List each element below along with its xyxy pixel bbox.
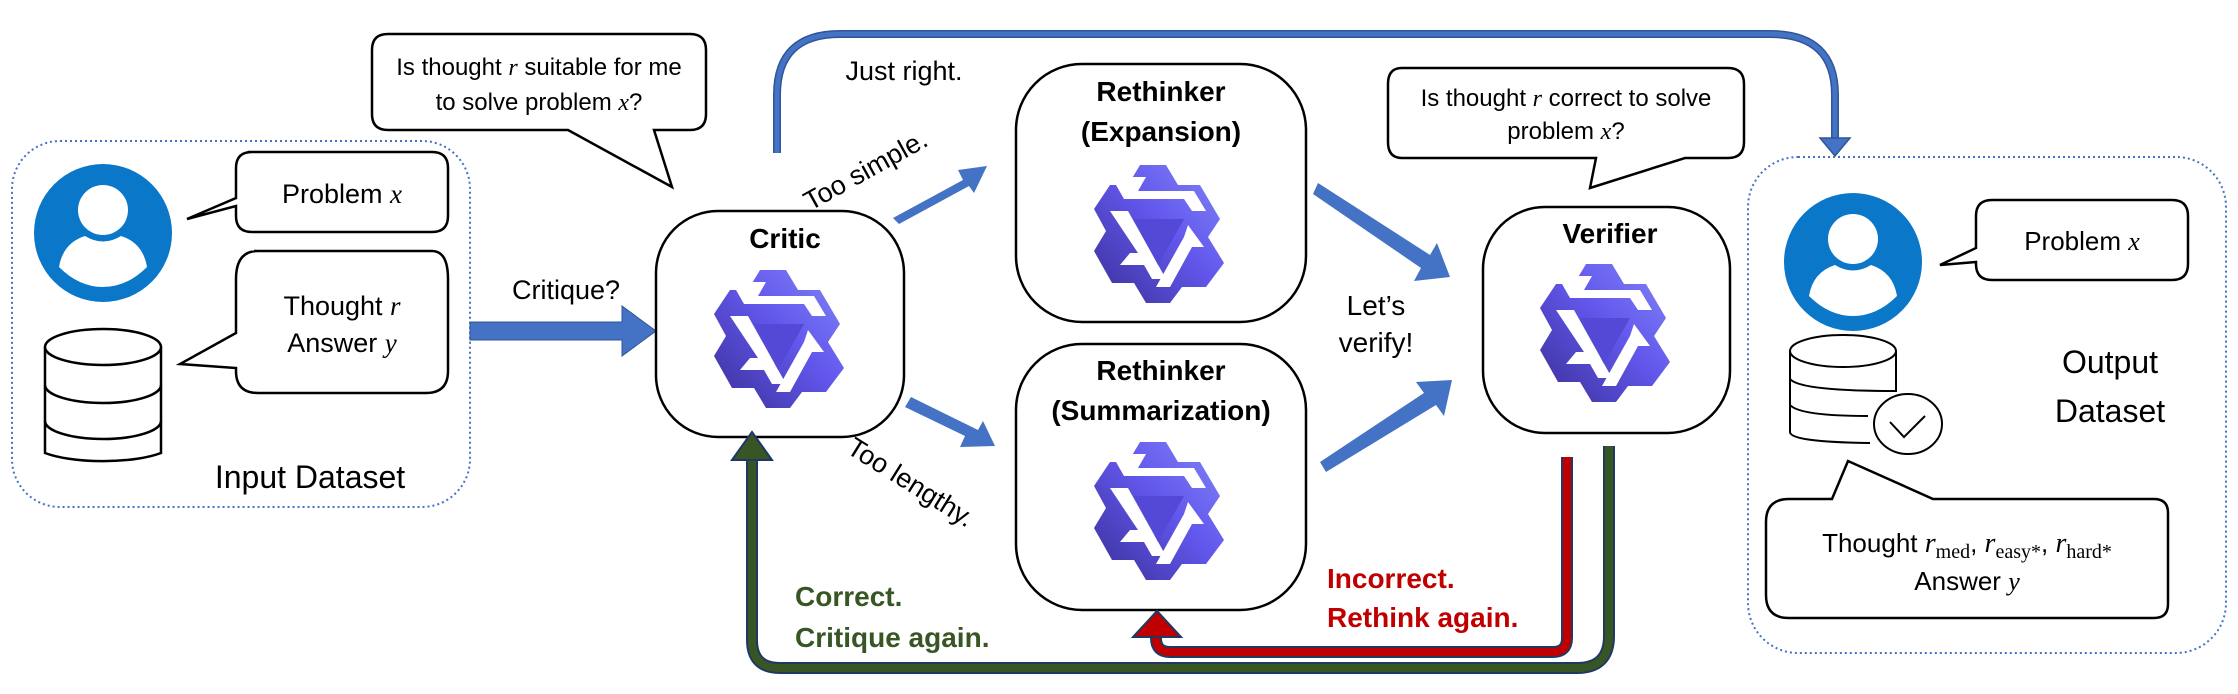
user-icon xyxy=(34,164,172,302)
critic-node[interactable]: Critic xyxy=(654,209,906,439)
input-data-bubble: Thought r Answer y xyxy=(175,249,450,395)
verifier-question-line1: Is thought r correct to solve xyxy=(1421,85,1712,112)
too-simple-arrow xyxy=(893,166,987,224)
rethinker-summarization-title2: (Summarization) xyxy=(1051,395,1270,426)
input-problem-text: Problem x xyxy=(282,179,402,209)
input-problem-bubble: Problem x xyxy=(186,150,450,234)
rethinker-expansion-title2: (Expansion) xyxy=(1081,116,1241,147)
critique-arrow xyxy=(469,305,657,357)
too-lengthy-arrow xyxy=(905,397,995,447)
verifier-node[interactable]: Verifier xyxy=(1481,205,1732,435)
verifier-title: Verifier xyxy=(1563,218,1658,249)
database-check-icon xyxy=(1789,334,1943,455)
output-answer-text: Answer y xyxy=(1914,566,2020,596)
verifier-question-bubble: Is thought r correct to solve problem x? xyxy=(1386,66,1746,190)
incorrect-label-line1: Incorrect. xyxy=(1327,563,1455,594)
just-right-label: Just right. xyxy=(845,56,962,86)
incorrect-label-line2: Rethink again. xyxy=(1327,602,1518,633)
input-thought-text: Thought r xyxy=(283,291,401,321)
too-lengthy-label: Too lengthy. xyxy=(842,432,980,534)
output-problem-bubble: Problem x xyxy=(1939,198,2190,282)
output-data-bubble: Thought rmed, reasy*, rhard* Answer y xyxy=(1764,459,2170,620)
rethinker-summarization-node[interactable]: Rethinker (Summarization) xyxy=(1014,342,1308,612)
output-dataset-border xyxy=(1747,156,2227,654)
critique-label: Critique? xyxy=(512,275,620,305)
correct-feedback-arrow xyxy=(730,430,1615,674)
too-simple-label: Too simple. xyxy=(799,124,933,216)
just-right-arrow xyxy=(773,30,1852,158)
user-icon xyxy=(1784,193,1922,331)
lets-verify-line2: verify! xyxy=(1339,327,1414,358)
database-icon xyxy=(43,327,163,463)
correct-label-line1: Correct. xyxy=(795,581,902,612)
input-answer-text: Answer y xyxy=(287,328,397,358)
lets-verify-line1: Let’s xyxy=(1347,290,1406,321)
input-dataset-group: Problem x Thought r Answer y Input Datas… xyxy=(11,140,471,508)
output-dataset-label-line1: Output xyxy=(2062,344,2158,380)
correct-label-line2: Critique again. xyxy=(795,622,989,653)
critic-question-line2: to solve problem x? xyxy=(436,89,643,116)
output-dataset-group: Problem x Output Dataset Thought rmed, r… xyxy=(1747,156,2227,654)
expansion-to-verifier-arrow xyxy=(1313,183,1450,281)
critic-question-line1: Is thought r suitable for me xyxy=(396,54,682,81)
critic-title: Critic xyxy=(749,223,821,254)
output-problem-text: Problem x xyxy=(2024,226,2140,256)
critic-question-bubble: Is thought r suitable for me to solve pr… xyxy=(370,32,708,190)
summarization-to-verifier-arrow xyxy=(1320,380,1452,472)
output-dataset-label-line2: Dataset xyxy=(2055,393,2165,429)
verifier-question-line2: problem x? xyxy=(1507,118,1624,145)
rethinker-expansion-node[interactable]: Rethinker (Expansion) xyxy=(1014,62,1308,324)
input-dataset-label: Input Dataset xyxy=(215,459,405,495)
output-thought-text: Thought rmed, reasy*, rhard* xyxy=(1822,528,2112,563)
input-dataset-border xyxy=(11,140,471,508)
incorrect-feedback-arrow xyxy=(1130,457,1573,658)
rethinker-expansion-title1: Rethinker xyxy=(1096,76,1225,107)
rethinker-summarization-title1: Rethinker xyxy=(1096,355,1225,386)
